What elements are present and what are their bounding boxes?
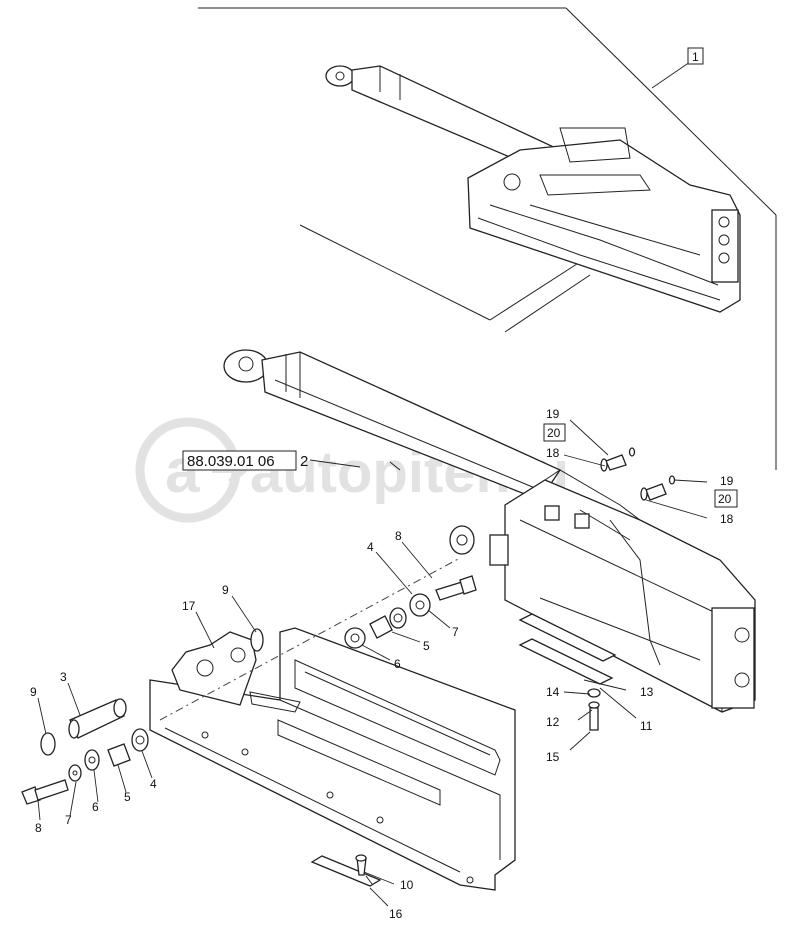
pin-assembly-left bbox=[21, 698, 149, 805]
callout-box-20-lower: 20 bbox=[718, 492, 732, 506]
callout-17: 17 bbox=[182, 599, 196, 613]
mounting-plate bbox=[149, 627, 516, 891]
callout-11: 11 bbox=[640, 719, 653, 733]
fittings bbox=[310, 447, 676, 887]
callout-5-left: 5 bbox=[124, 790, 131, 804]
leader-lines bbox=[37, 419, 708, 907]
svg-text:a: a bbox=[165, 437, 200, 506]
callout-6-left: 6 bbox=[92, 800, 99, 814]
reference-label: 88.039.01 06 2 bbox=[182, 450, 401, 471]
callout-14: 14 bbox=[546, 685, 560, 699]
callout-box-20-upper: 20 bbox=[547, 426, 561, 440]
reference-item: 2 bbox=[300, 453, 308, 470]
callout-5-right: 5 bbox=[423, 639, 430, 653]
callout-6-right: 6 bbox=[394, 657, 401, 671]
callout-numbers: 19 18 19 18 8 4 7 5 6 9 17 3 9 8 7 6 5 4… bbox=[30, 407, 734, 921]
callout-9-upper: 9 bbox=[222, 583, 229, 597]
callout-8-left: 8 bbox=[35, 821, 42, 835]
centerline bbox=[159, 557, 461, 721]
wear-strips bbox=[518, 613, 617, 685]
callout-7-right: 7 bbox=[452, 625, 459, 639]
callout-13: 13 bbox=[640, 685, 654, 699]
boxed-callouts: 1 20 20 bbox=[543, 47, 738, 508]
callout-8-right: 8 bbox=[395, 529, 402, 543]
callout-9-lower: 9 bbox=[30, 685, 37, 699]
callout-16: 16 bbox=[389, 907, 403, 921]
callout-15: 15 bbox=[546, 750, 560, 764]
callout-4-left: 4 bbox=[150, 777, 157, 791]
reference-code: 88.039.01 06 bbox=[187, 453, 275, 470]
callout-19-lower: 19 bbox=[720, 474, 734, 488]
callout-box-1: 1 bbox=[692, 50, 699, 64]
callout-19-upper: 19 bbox=[546, 407, 560, 421]
valve-block bbox=[449, 469, 756, 713]
callout-4-right: 4 bbox=[367, 540, 374, 554]
callout-7-left: 7 bbox=[65, 813, 72, 827]
callout-18-lower: 18 bbox=[720, 512, 734, 526]
hydraulic-cylinder bbox=[223, 349, 561, 501]
pin-assembly-right bbox=[250, 575, 477, 652]
callout-10: 10 bbox=[400, 878, 414, 892]
callout-3: 3 bbox=[60, 670, 67, 684]
callout-12: 12 bbox=[546, 715, 560, 729]
assembly-inset bbox=[198, 7, 777, 470]
callout-18-upper: 18 bbox=[546, 446, 560, 460]
